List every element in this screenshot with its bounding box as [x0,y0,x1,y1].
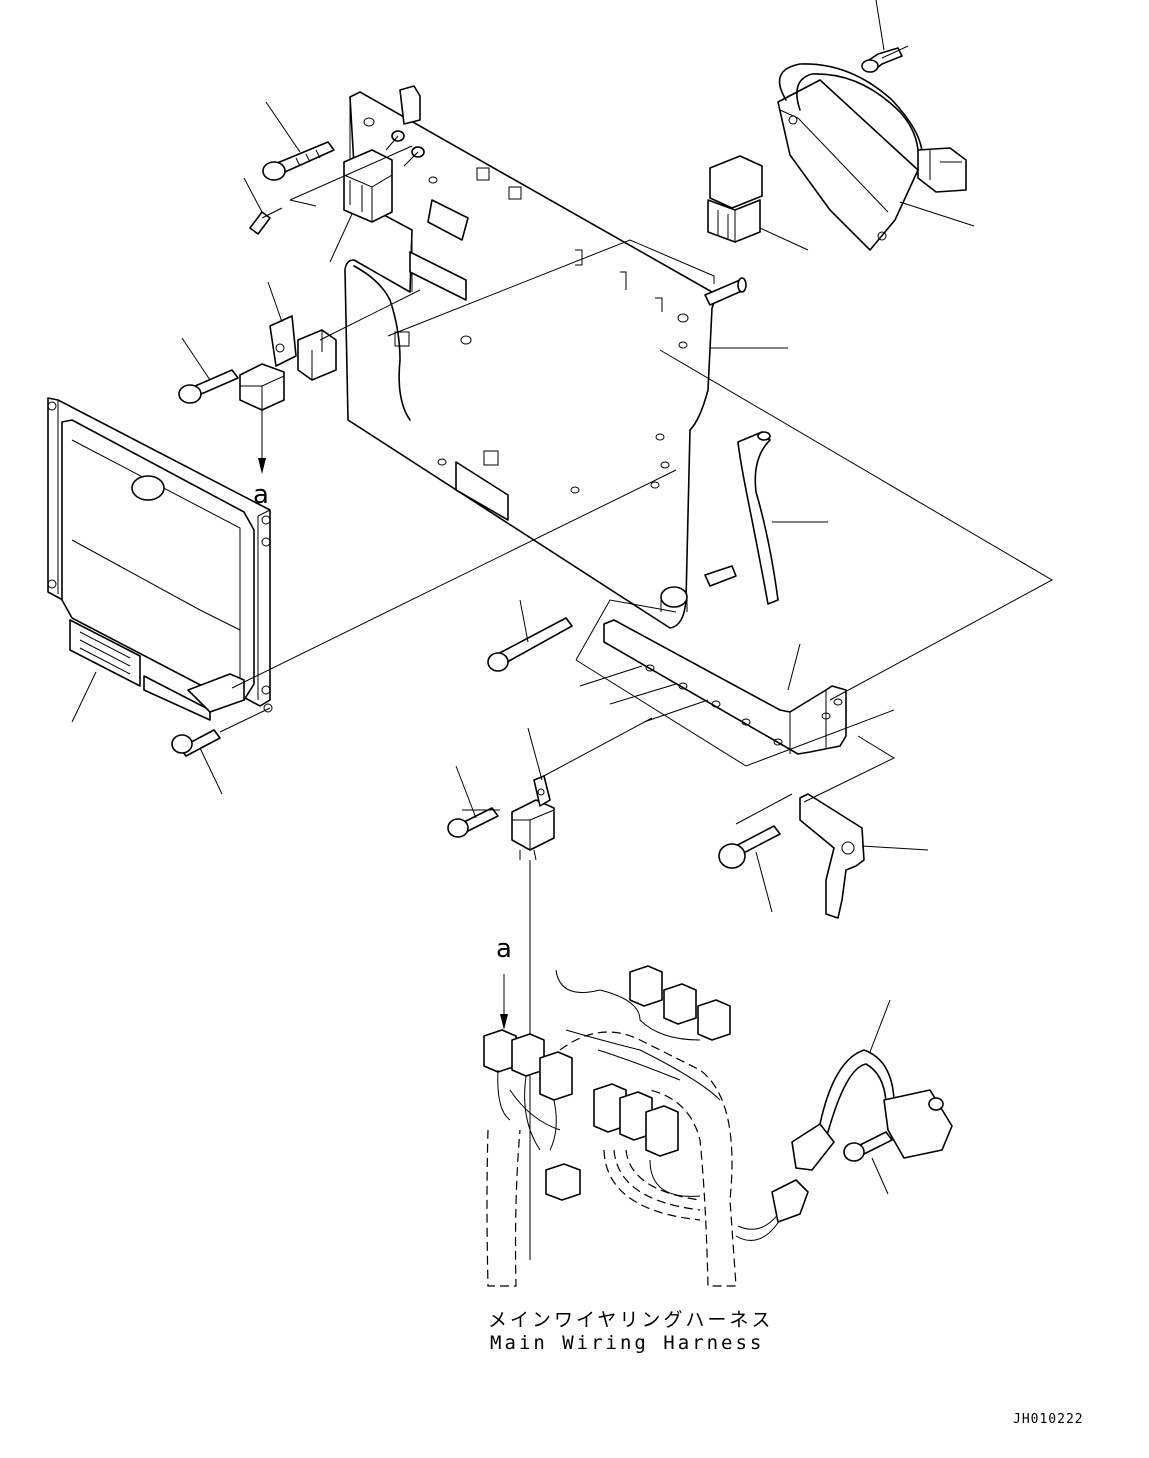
leader-lines [71,0,975,1195]
drawing-number: JH010222 [1013,1412,1084,1427]
bracket-long [603,619,847,755]
relay-lower [511,775,555,861]
arrow-a-upper [258,410,266,474]
harness-label-japanese: メインワイヤリングハーネス [488,1309,774,1331]
relay-block-upper [343,149,393,223]
bolt [487,617,573,672]
reference-letter-a-upper: a [253,480,269,510]
hose [737,431,779,605]
relay-right [707,155,763,243]
ecu-controller [47,397,273,721]
assembly-lines [219,145,1054,825]
relay-small [239,315,297,411]
screw [249,207,283,235]
bolt [262,141,335,181]
bolt [447,807,499,838]
bolt [861,45,909,73]
harness-label-english: Main Wiring Harness [490,1332,765,1354]
bolt [843,1131,893,1162]
controller-top-right [777,63,967,251]
wiring-harness [483,965,953,1287]
bolt [171,729,221,757]
bolt [178,369,239,404]
bolt [718,825,781,869]
bracket-small [799,793,865,919]
screw-stud [385,130,425,167]
switch-small [297,329,337,381]
mounting-plate [344,85,747,629]
reference-letter-a-lower: a [496,934,512,964]
